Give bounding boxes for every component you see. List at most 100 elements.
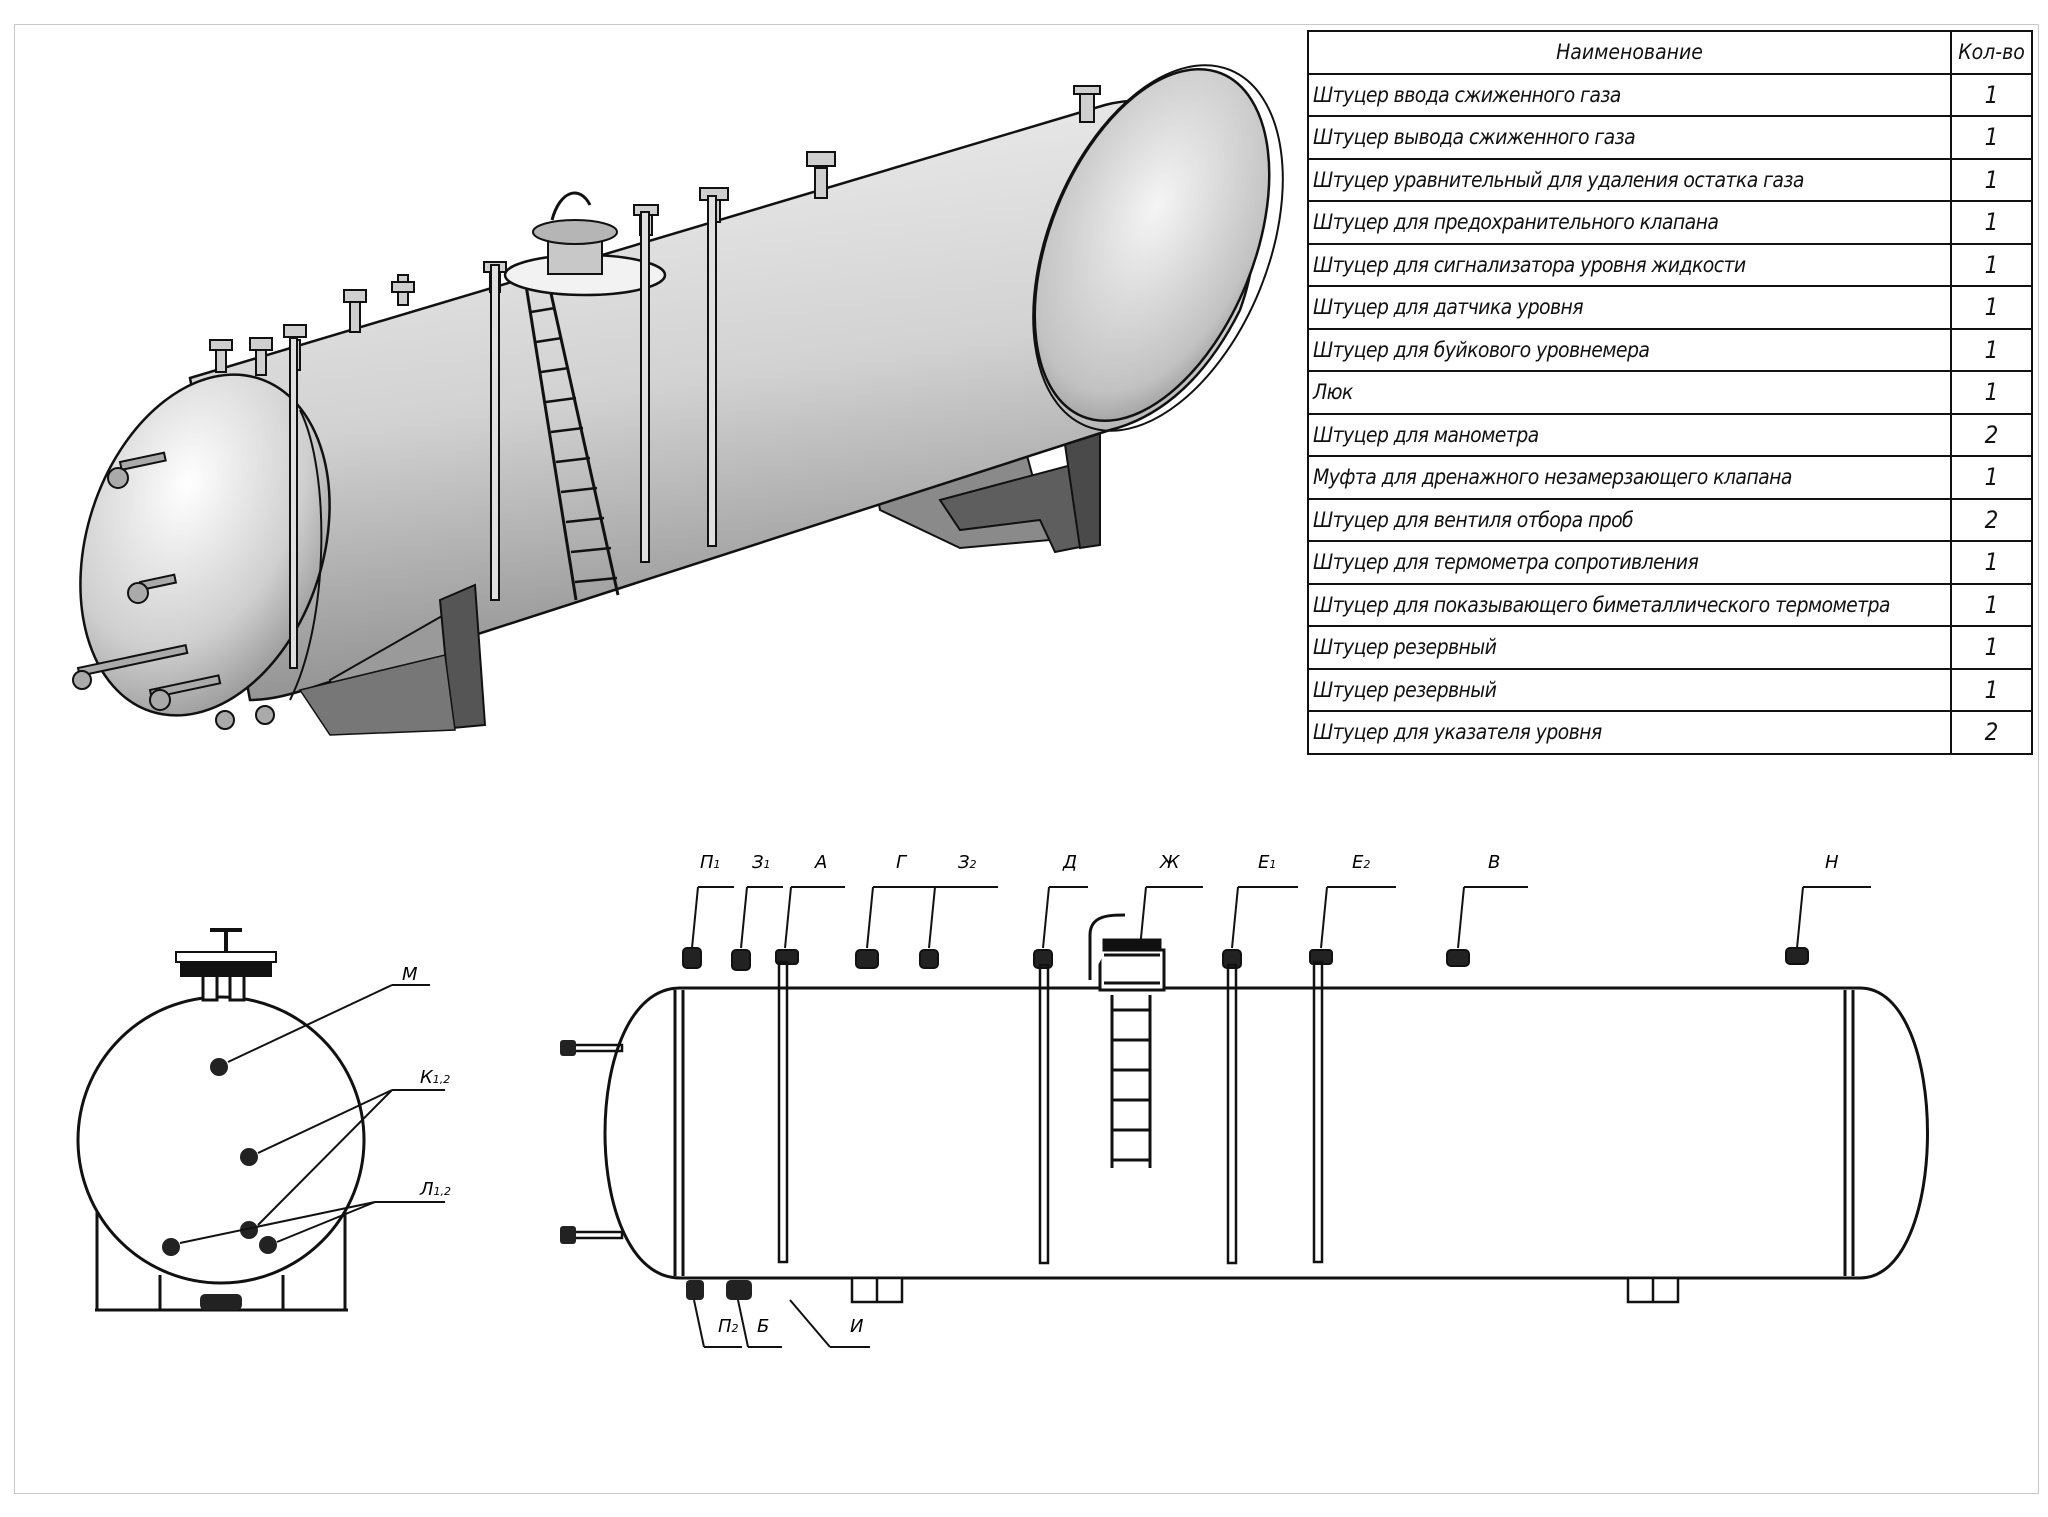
table-row: Штуцер для сигнализатора уровня жидкости…: [1307, 242, 2033, 287]
label-m: М: [402, 964, 418, 985]
row-name: Муфта для дренажного незамерзающего клап…: [1307, 455, 1952, 500]
isometric-vessel-view: [72, 64, 1284, 736]
row-name: Штуцер для датчика уровня: [1307, 285, 1952, 330]
row-qty: 1: [1950, 285, 2033, 330]
row-qty: 1: [1950, 582, 2033, 627]
leader-line: [1042, 886, 1050, 949]
label-k: К1,2: [420, 1067, 450, 1088]
nozzle-label: Д: [1062, 852, 1077, 873]
row-name: Штуцер резервный: [1307, 667, 1952, 712]
row-qty: 1: [1950, 157, 2033, 202]
side-view-shell: [603, 986, 1929, 1280]
nozzle-label: З1: [752, 852, 771, 873]
ladder: [524, 279, 620, 601]
right-head: [1033, 68, 1271, 422]
side-view-left-nozzles: [560, 1040, 752, 1300]
leader-line: [691, 886, 699, 949]
row-qty: 1: [1950, 115, 2033, 160]
row-qty: 1: [1950, 455, 2033, 500]
row-name: Штуцер для термометра сопротивления: [1307, 540, 1952, 585]
row-name: Штуцер резервный: [1307, 625, 1952, 670]
end-view-manhole: [175, 928, 277, 977]
nozzle-label: Ж: [1159, 852, 1180, 873]
side-view-top-nozzles: [682, 947, 1809, 971]
side-view: П1 З1 А Г З2 Д Ж Е1 Е2 В Н П2 Б И: [560, 852, 1929, 1348]
nozzle-label: Е2: [1352, 852, 1370, 873]
leader-line: [1796, 886, 1804, 949]
side-view-leaders: [691, 886, 1871, 1348]
side-view-gauge-pipes: [564, 960, 1324, 1265]
nozzle-label: В: [1488, 852, 1500, 873]
nozzle-label: Н: [1825, 852, 1839, 873]
side-view-supports: [850, 1276, 1680, 1304]
row-name: Штуцер для показывающего биметаллическог…: [1307, 582, 1952, 627]
row-name: Штуцер уравнительный для удаления остатк…: [1307, 157, 1952, 202]
row-qty: 1: [1950, 242, 2033, 287]
side-view-labels: П1 З1 А Г З2 Д Ж Е1 Е2 В Н П2 Б И: [700, 852, 1839, 1337]
nozzle-label: П2: [718, 1316, 739, 1337]
drawing-sheet-border: [14, 24, 2039, 1494]
row-name: Штуцер ввода сжиженного газа: [1307, 72, 1952, 117]
row-qty: 1: [1950, 625, 2033, 670]
nozzle-label: Е1: [1258, 852, 1276, 873]
leader-line: [1320, 886, 1328, 949]
leader-line: [693, 1299, 705, 1348]
table-row: Штуцер для показывающего биметаллическог…: [1307, 582, 2033, 627]
row-qty: 2: [1950, 710, 2033, 755]
row-name: Штуцер для вентиля отбора проб: [1307, 497, 1952, 542]
head-nozzles: [72, 451, 275, 730]
row-name: Штуцер для сигнализатора уровня жидкости: [1307, 242, 1952, 287]
row-qty: 2: [1950, 412, 2033, 457]
manhole: [503, 191, 667, 297]
row-qty: 1: [1950, 72, 2033, 117]
row-qty: 2: [1950, 497, 2033, 542]
end-view-nozzles: [162, 1058, 277, 1310]
row-name: Штуцер вывода сжиженного газа: [1307, 115, 1952, 160]
row-qty: 1: [1950, 667, 2033, 712]
level-gauge-pipes: [289, 195, 717, 669]
row-name: Штуцер для манометра: [1307, 412, 1952, 457]
label-l: Л1,2: [419, 1179, 451, 1200]
side-view-ladder: [1110, 995, 1152, 1168]
leader-line: [1457, 886, 1465, 949]
left-saddle-support: [298, 583, 487, 736]
leader-line: [737, 1299, 749, 1348]
header-name: Наименование: [1307, 30, 1952, 75]
row-qty: 1: [1950, 370, 2033, 415]
leader-line: [928, 886, 936, 949]
end-view-shell: [76, 995, 366, 1285]
row-name: Штуцер для буйкового уровнемера: [1307, 327, 1952, 372]
nozzle-label: А: [814, 852, 827, 873]
header-qty: Кол-во: [1950, 30, 2033, 75]
leader-line: [866, 886, 874, 949]
nozzle-label: П1: [700, 852, 721, 873]
nozzle-label: З2: [958, 852, 977, 873]
nozzle-label: И: [850, 1316, 863, 1337]
nozzle-label: Г: [896, 852, 908, 873]
specification-table: Наименование Кол-во Штуцер ввода сжиженн…: [1307, 30, 2033, 755]
row-name: Штуцер для указателя уровня: [1307, 710, 1952, 755]
leader-line: [789, 1299, 831, 1348]
table-row: Штуцер уравнительный для удаления остатк…: [1307, 157, 2033, 202]
end-view: М К1,2 Л1,2: [76, 928, 451, 1312]
leader-line: [740, 886, 748, 949]
leader-line: [1231, 886, 1239, 949]
leader-line: [1139, 886, 1147, 949]
nozzle-label: Б: [757, 1316, 769, 1337]
row-name: Штуцер для предохранительного клапана: [1307, 200, 1952, 245]
row-qty: 1: [1950, 327, 2033, 372]
row-qty: 1: [1950, 200, 2033, 245]
side-view-manhole: [1088, 913, 1166, 992]
